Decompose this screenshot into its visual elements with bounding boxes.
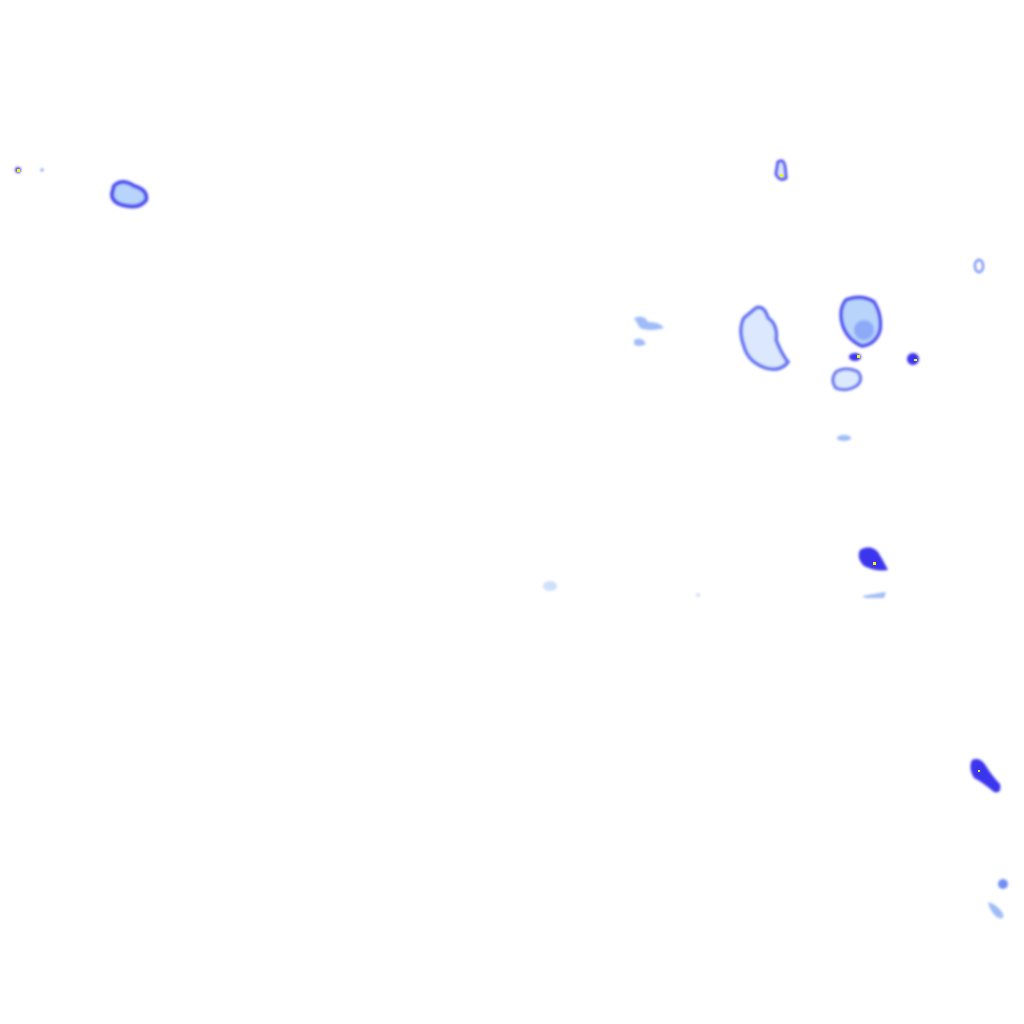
hotspot-marker bbox=[873, 562, 876, 565]
echo-cell bbox=[634, 316, 664, 346]
echo-cell bbox=[40, 168, 44, 172]
hotspot-marker bbox=[857, 355, 860, 358]
echo-cell bbox=[543, 581, 557, 591]
echo-cell bbox=[988, 902, 1004, 919]
hotspot-marker bbox=[978, 770, 980, 772]
echo-cell bbox=[837, 435, 851, 441]
echo-cell bbox=[854, 320, 874, 340]
echo-cell bbox=[907, 353, 919, 365]
echo-cell bbox=[998, 879, 1008, 889]
echo-cell bbox=[858, 547, 888, 571]
echo-cell bbox=[970, 758, 1001, 793]
echo-cell bbox=[973, 258, 985, 274]
echo-cell bbox=[774, 159, 788, 181]
echo-cell bbox=[739, 305, 791, 371]
hotspot-marker bbox=[780, 174, 783, 177]
echo-cell bbox=[862, 592, 886, 598]
echo-cell bbox=[109, 180, 149, 209]
echo-cell bbox=[696, 593, 700, 597]
hotspot-marker bbox=[914, 359, 917, 361]
echo-cell bbox=[831, 367, 863, 392]
hotspot-marker bbox=[17, 169, 20, 172]
